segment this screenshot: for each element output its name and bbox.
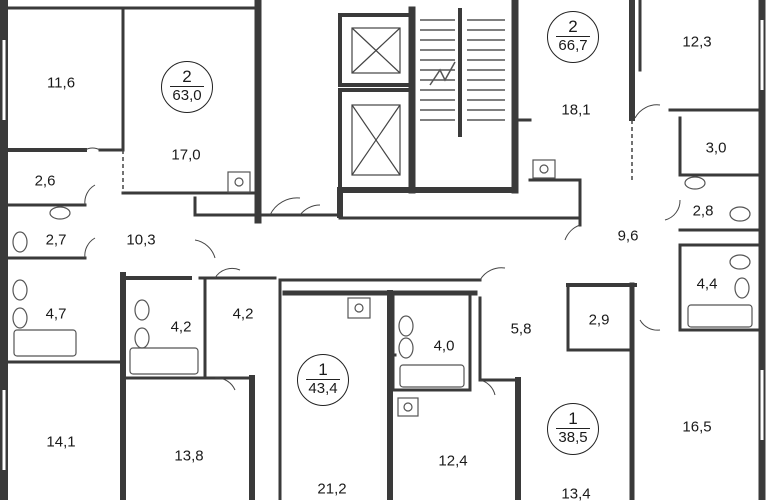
apartment-badge: 2 66,7 [547, 11, 599, 63]
room-area-label: 10,3 [126, 231, 156, 249]
room-area-label: 2,9 [588, 311, 610, 329]
room-area-label: 12,3 [682, 33, 712, 51]
apartment-badge: 2 63,0 [161, 61, 213, 113]
fixtures [12, 159, 753, 417]
doors [84, 104, 681, 396]
room-area-label: 11,6 [46, 74, 76, 92]
room-area-label: 21,2 [317, 480, 347, 498]
dashed-lines [122, 120, 633, 193]
room-area-label: 2,7 [45, 231, 67, 249]
room-area-label: 4,0 [433, 337, 455, 355]
room-area-label: 4,7 [45, 305, 67, 323]
apartment-badge: 1 43,4 [297, 354, 349, 406]
staircase [420, 19, 505, 121]
apartment-badge: 1 38,5 [547, 403, 599, 455]
room-area-label: 17,0 [171, 146, 201, 164]
room-area-label: 12,4 [438, 452, 468, 470]
room-area-label: 16,5 [682, 418, 712, 436]
apartment-rooms: 2 [568, 17, 578, 36]
apartment-area: 43,4 [306, 379, 340, 397]
room-area-label: 5,8 [510, 320, 532, 338]
apartment-area: 63,0 [170, 86, 204, 104]
room-area-label: 18,1 [561, 101, 591, 119]
room-area-label: 2,8 [692, 202, 714, 220]
room-area-label: 4,2 [232, 305, 254, 323]
room-area-label: 9,6 [617, 227, 639, 245]
room-area-label: 4,2 [170, 318, 192, 336]
room-area-label: 2,6 [34, 172, 56, 190]
room-area-label: 4,4 [696, 275, 718, 293]
room-area-label: 14,1 [46, 433, 76, 451]
apartment-area: 38,5 [556, 428, 590, 446]
windows [2, 20, 764, 470]
apartment-rooms: 1 [318, 360, 328, 379]
apartment-rooms: 1 [568, 409, 578, 428]
apartment-rooms: 2 [182, 67, 192, 86]
apartment-area: 66,7 [556, 36, 590, 54]
room-area-label: 3,0 [705, 139, 727, 157]
room-area-label: 13,8 [174, 447, 204, 465]
room-area-label: 13,4 [561, 485, 591, 503]
elevators [351, 27, 401, 176]
